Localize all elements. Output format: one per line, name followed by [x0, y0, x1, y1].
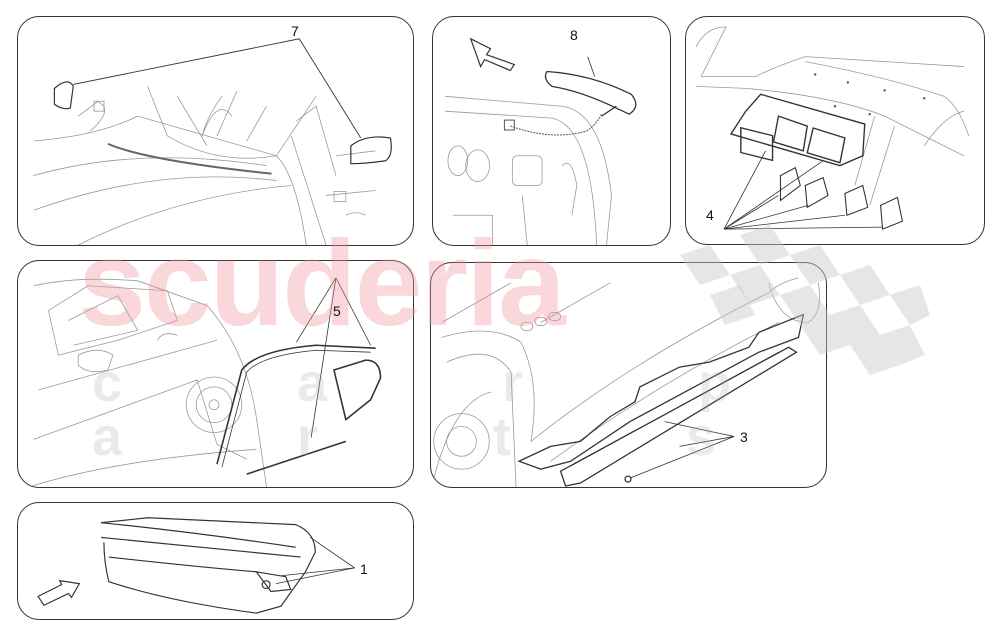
panel-side-skirts[interactable] [430, 262, 827, 488]
callout-5: 5 [333, 303, 341, 319]
panel-window-seals[interactable] [17, 260, 414, 488]
direction-arrow-icon [37, 579, 81, 606]
callout-1: 1 [360, 561, 368, 577]
callout-4: 4 [706, 207, 714, 223]
trunk-spoiler-drawing [37, 517, 355, 614]
mirrors-drawing [33, 38, 392, 245]
panel-door-handle[interactable] [432, 16, 671, 246]
panel-mirrors[interactable] [17, 16, 414, 246]
door-handle-drawing [444, 37, 637, 245]
panel-trunk-spoiler[interactable] [17, 502, 414, 620]
callout-3: 3 [740, 429, 748, 445]
diffuser-drawing [695, 26, 970, 230]
side-skirts-drawing [431, 277, 820, 487]
callout-8: 8 [570, 27, 578, 43]
panel-diffuser[interactable] [685, 16, 985, 245]
callout-7: 7 [291, 23, 299, 39]
direction-arrow-icon [469, 37, 516, 72]
window-seals-drawing [28, 277, 382, 487]
